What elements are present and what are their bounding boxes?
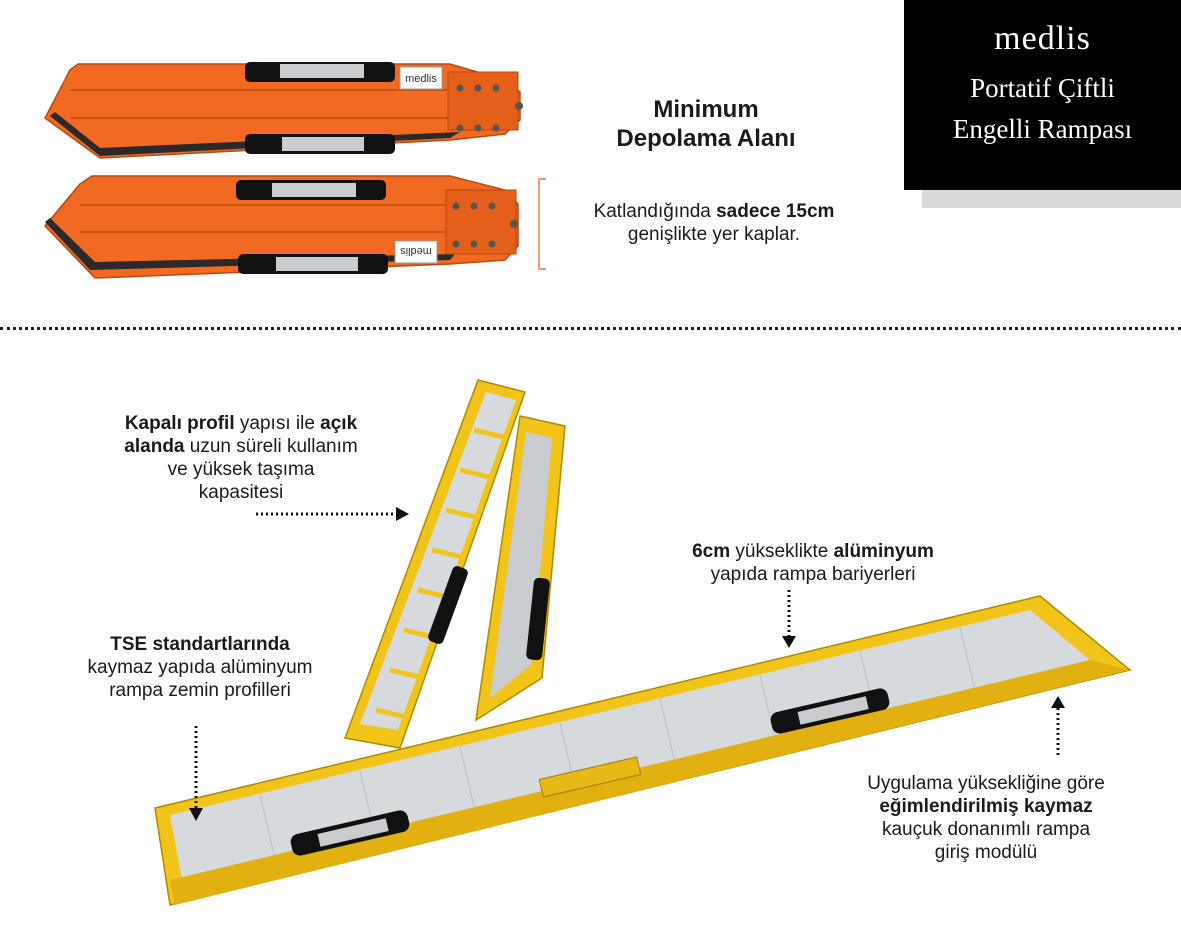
- folded-logo-top: medlis: [405, 73, 437, 85]
- storage-text-line2: genişlikte yer kaplar.: [627, 224, 801, 245]
- folded-ramps-illustration: medlis medlis: [43, 62, 523, 279]
- floor-caption: TSE standartlarında kaymaz yapıda alümin…: [40, 633, 360, 702]
- folded-ramp-bottom: medlis: [43, 175, 519, 279]
- section-divider: [0, 327, 1181, 330]
- storage-heading-line2: Depolama Alanı: [616, 125, 796, 152]
- arrow-barrier: [782, 590, 796, 648]
- entry-line4: giriş modülü: [934, 842, 1038, 863]
- profile-bold-3: alanda: [124, 436, 185, 457]
- profile-text-2: uzun süreli kullanım: [184, 436, 358, 457]
- floor-line3: rampa zemin profilleri: [109, 680, 291, 701]
- barrier-caption: 6cm yükseklikte alüminyum yapıda rampa b…: [650, 540, 976, 586]
- profile-line3: ve yüksek taşıma: [167, 459, 315, 480]
- storage-caption: Katlandığında sadece 15cm genişlikte yer…: [552, 200, 876, 246]
- barrier-text-1: yükseklikte: [730, 541, 834, 562]
- entry-bold-1: eğimlendirilmiş kaymaz: [879, 796, 1093, 817]
- entry-line1: Uygulama yüksekliğine göre: [867, 773, 1105, 794]
- barrier-bold-1: 6cm: [692, 541, 731, 562]
- barrier-bold-2: alüminyum: [833, 541, 934, 562]
- open-ramps-illustration: [154, 379, 1132, 906]
- brand-subtitle-line1: Portatif Çiftli: [970, 73, 1115, 103]
- storage-heading-line1: Minimum: [653, 96, 759, 123]
- standing-ramp: [343, 379, 566, 749]
- storage-text-pre: Katlandığında: [593, 201, 717, 222]
- folded-ramp-top: medlis: [44, 62, 523, 159]
- arrow-floor: [189, 726, 203, 821]
- storage-heading: Minimum Depolama Alanı: [590, 95, 822, 153]
- profile-bold-1: Kapalı profil: [124, 413, 235, 434]
- storage-text-bold: sadece 15cm: [716, 201, 835, 222]
- folded-logo-bottom: medlis: [400, 245, 432, 257]
- profile-line4: kapasitesi: [198, 482, 284, 503]
- entry-caption: Uygulama yüksekliğine göre eğimlendirilm…: [818, 772, 1154, 864]
- storage-bracket: [538, 178, 546, 270]
- profile-text-1: yapısı ile: [234, 413, 321, 434]
- profile-caption: Kapalı profil yapısı ile açık alanda uzu…: [88, 412, 394, 504]
- brand-name: medlis: [994, 20, 1091, 57]
- brand-subtitle-line2: Engelli Rampası: [952, 114, 1133, 144]
- barrier-line2: yapıda rampa bariyerleri: [710, 564, 916, 585]
- brand-box: medlis Portatif Çiftli Engelli Rampası: [904, 0, 1181, 190]
- floor-bold-1: TSE standartlarında: [110, 634, 290, 655]
- arrow-profile: [256, 507, 409, 521]
- arrow-entry: [1051, 696, 1065, 758]
- floor-line2: kaymaz yapıda alüminyum: [87, 657, 313, 678]
- profile-bold-2: açık: [320, 413, 358, 434]
- flat-ramp: [154, 595, 1132, 906]
- entry-line3: kauçuk donanımlı rampa: [881, 819, 1091, 840]
